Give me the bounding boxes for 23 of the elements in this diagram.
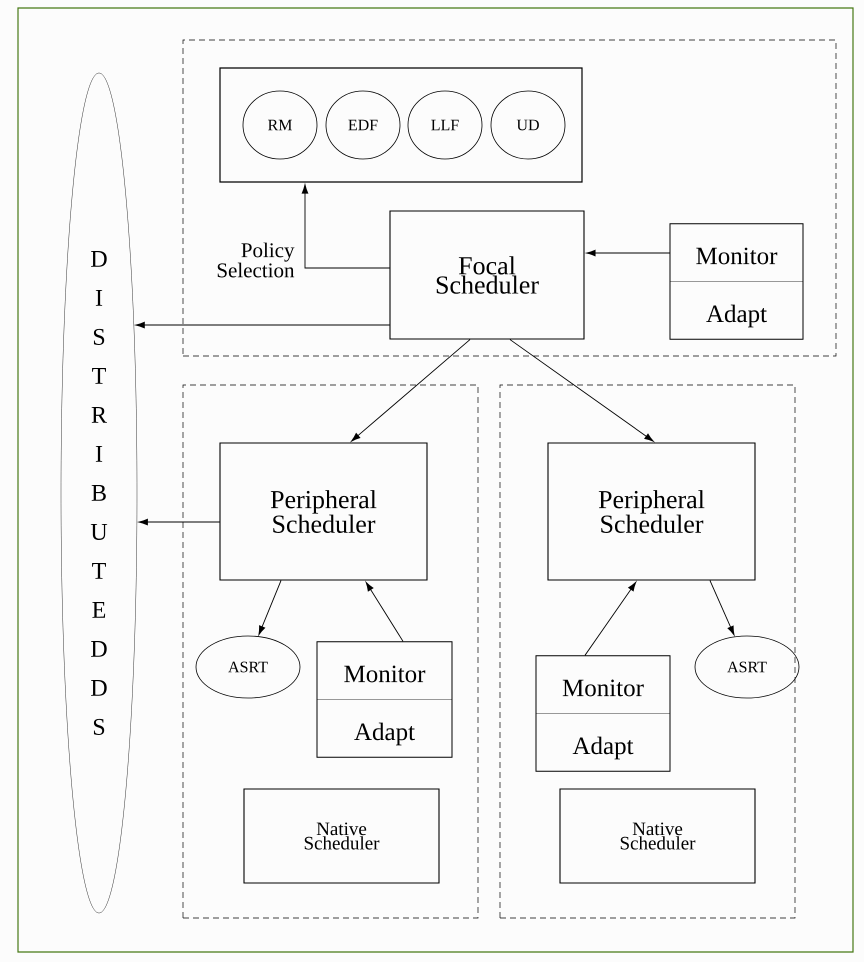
scheduler-box: Peripheral Scheduler — [547, 442, 756, 581]
arrow — [302, 184, 390, 268]
edge-label: Policy Selection — [218, 242, 294, 278]
arrow — [136, 322, 390, 328]
monitor-adapt-box: Monitor Adapt — [670, 223, 804, 340]
scheduler-box: Native Scheduler — [243, 788, 440, 884]
monitor-adapt-box: Monitor Adapt — [536, 655, 670, 772]
arrow — [351, 339, 470, 442]
monitor-adapt-box: Monitor Adapt — [316, 641, 452, 758]
arrow — [510, 339, 654, 442]
scheduler-box: Focal Scheduler — [389, 210, 585, 340]
arrow — [258, 580, 282, 636]
arrow — [138, 518, 220, 526]
policy-box — [219, 67, 583, 183]
arrow — [366, 582, 404, 642]
dashed-group-box — [500, 384, 796, 918]
dashed-group-box — [182, 40, 836, 356]
arrow — [584, 582, 636, 656]
scheduler-box: Native Scheduler — [559, 788, 756, 884]
dashed-group-box — [182, 384, 478, 918]
scheduler-box: Peripheral Scheduler — [219, 442, 428, 581]
arrow — [586, 250, 670, 256]
arrow — [710, 580, 734, 636]
